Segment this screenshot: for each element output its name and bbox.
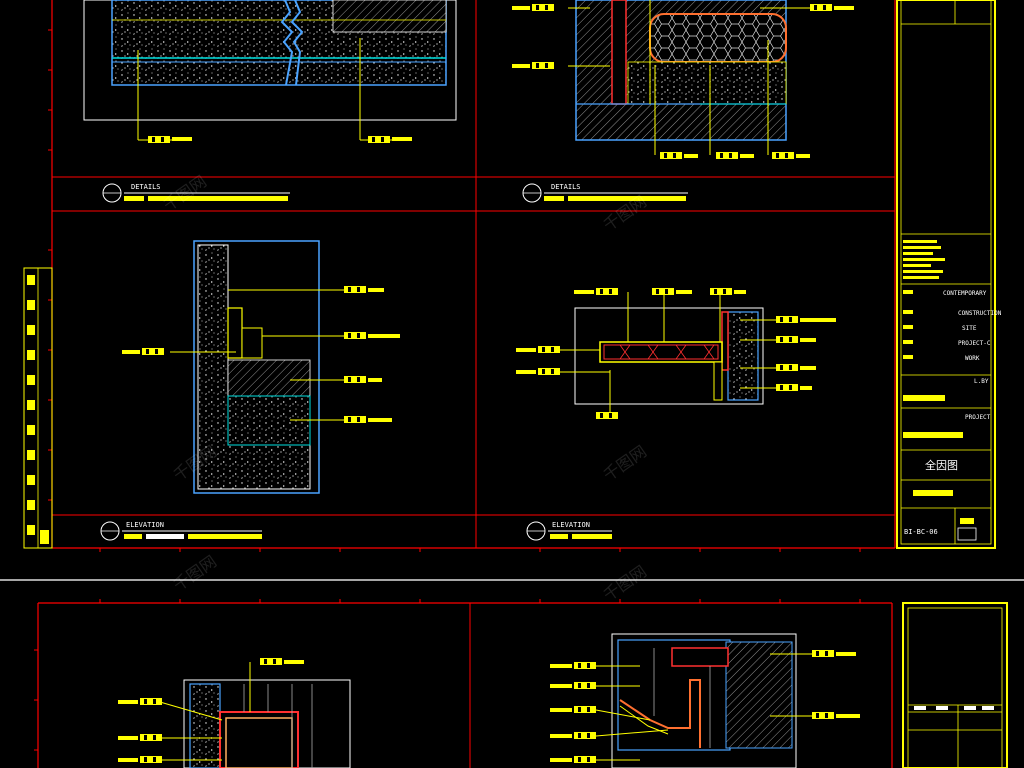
title-block-company: CONTEMPORARY xyxy=(943,290,987,297)
elevation-title-left xyxy=(100,521,262,541)
title-block-project: PROJECT xyxy=(965,414,991,421)
detail-top-left xyxy=(83,0,457,143)
lower-sheet xyxy=(34,599,1008,768)
title-block-line-1: CONSTRUCTION xyxy=(958,310,1002,317)
title-block-lower xyxy=(902,602,1008,768)
title-block xyxy=(896,0,996,549)
detail-lower-left xyxy=(118,658,351,768)
details-title-right-text: DETAILS xyxy=(551,183,581,191)
upper-sheet xyxy=(0,0,1024,581)
elevation-title-left-text: ELEVATION xyxy=(126,521,164,529)
title-block-line-3: PROJECT-C xyxy=(958,340,991,347)
title-block-logo: 全因图 xyxy=(925,459,958,472)
details-title-left xyxy=(102,183,290,203)
detail-top-right xyxy=(512,0,854,159)
title-block-line-2: SITE xyxy=(962,325,977,332)
title-block-line-4: WORK xyxy=(965,355,980,362)
drawing-number: BI-BC-06 xyxy=(904,528,938,536)
revision-strip xyxy=(23,267,53,549)
elevation-title-right xyxy=(526,521,612,541)
elevation-title-right-text: ELEVATION xyxy=(552,521,590,529)
details-title-left-text: DETAILS xyxy=(131,183,161,191)
elevation-right xyxy=(516,288,836,419)
details-title-right xyxy=(522,183,688,203)
detail-lower-right xyxy=(550,633,860,768)
elevation-left xyxy=(122,240,400,494)
title-block-line-5: L.BY xyxy=(974,378,989,385)
